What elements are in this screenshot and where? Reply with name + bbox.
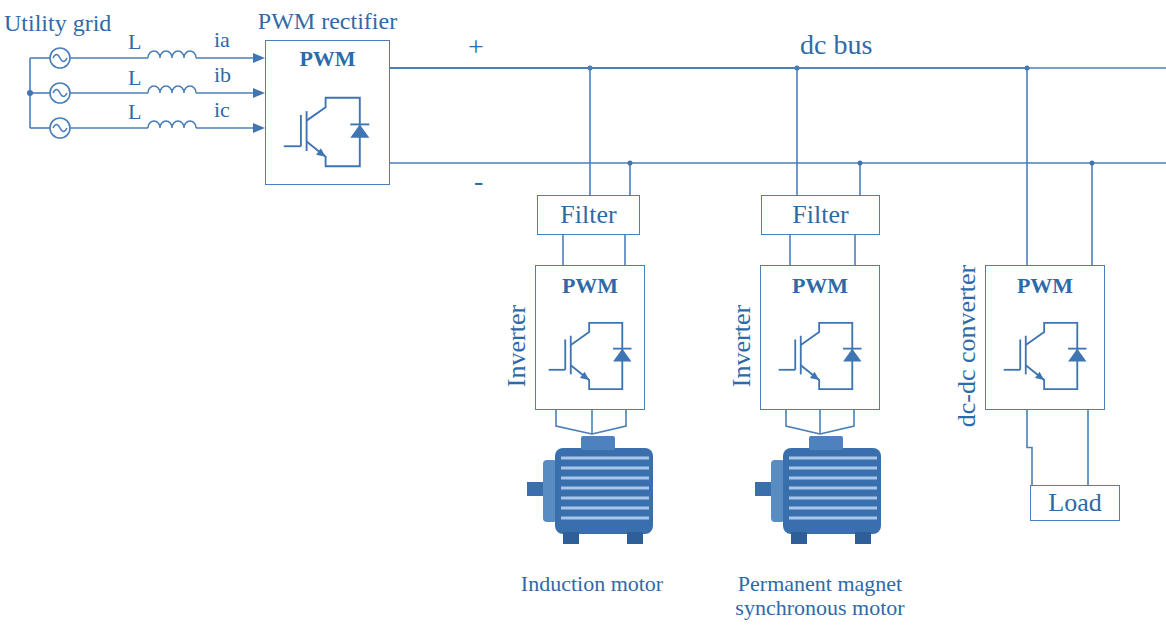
igbt-symbol (1000, 316, 1092, 396)
circuit-label: L (128, 100, 141, 124)
wire-connector (591, 410, 593, 434)
converter-box: Filter (537, 195, 640, 235)
wire-connector (390, 68, 590, 195)
igbt-symbol (775, 316, 867, 396)
wire-connector (819, 410, 821, 434)
igbt-symbol (545, 316, 637, 396)
circuit-label: + (468, 32, 484, 63)
pwm-label: PWM (562, 274, 618, 298)
converter-box: InverterPWM (760, 265, 880, 410)
igbt-symbol (280, 91, 375, 173)
converter-box: dc-dc converterPWM (985, 265, 1105, 410)
block-title: Inverter (503, 305, 532, 387)
box-label: Filter (792, 201, 848, 230)
pwm-label: PWM (792, 274, 848, 298)
wire-connector (562, 235, 564, 265)
wire-connector (390, 68, 797, 195)
motor-illustration (527, 434, 657, 549)
circuit-label: L (128, 30, 141, 54)
converter-box: Filter (761, 195, 880, 235)
motor-illustration (755, 434, 885, 549)
box-label: Filter (560, 201, 616, 230)
circuit-label: ic (214, 98, 230, 122)
wire-connector (390, 68, 1027, 265)
block-title: Inverter (728, 305, 757, 387)
motor-node: Induction motor (507, 434, 677, 609)
circuit-label: Utility grid (4, 10, 111, 36)
motor-caption: Permanent magnet synchronous motor (720, 572, 920, 620)
circuit-label: dc bus (800, 30, 872, 61)
motor-node: Permanent magnet synchronous motor (720, 434, 920, 634)
wire-connector (1027, 410, 1032, 485)
converter-box: InverterPWM (535, 265, 645, 410)
box-label: Load (1048, 489, 1101, 518)
block-title: dc-dc converter (953, 265, 982, 427)
circuit-label: ia (214, 28, 230, 52)
pwm-label: PWM (1017, 274, 1073, 298)
circuit-label: ib (214, 63, 231, 87)
motor-caption: Induction motor (507, 572, 677, 596)
circuit-label: - (474, 166, 483, 197)
circuit-label: L (128, 66, 141, 90)
wire-connector (789, 235, 791, 265)
pwm-label: PWM (299, 47, 355, 71)
converter-box: Load (1030, 485, 1120, 521)
converter-box: PWM rectifierPWM (265, 40, 390, 185)
block-title: PWM rectifier (258, 8, 397, 34)
